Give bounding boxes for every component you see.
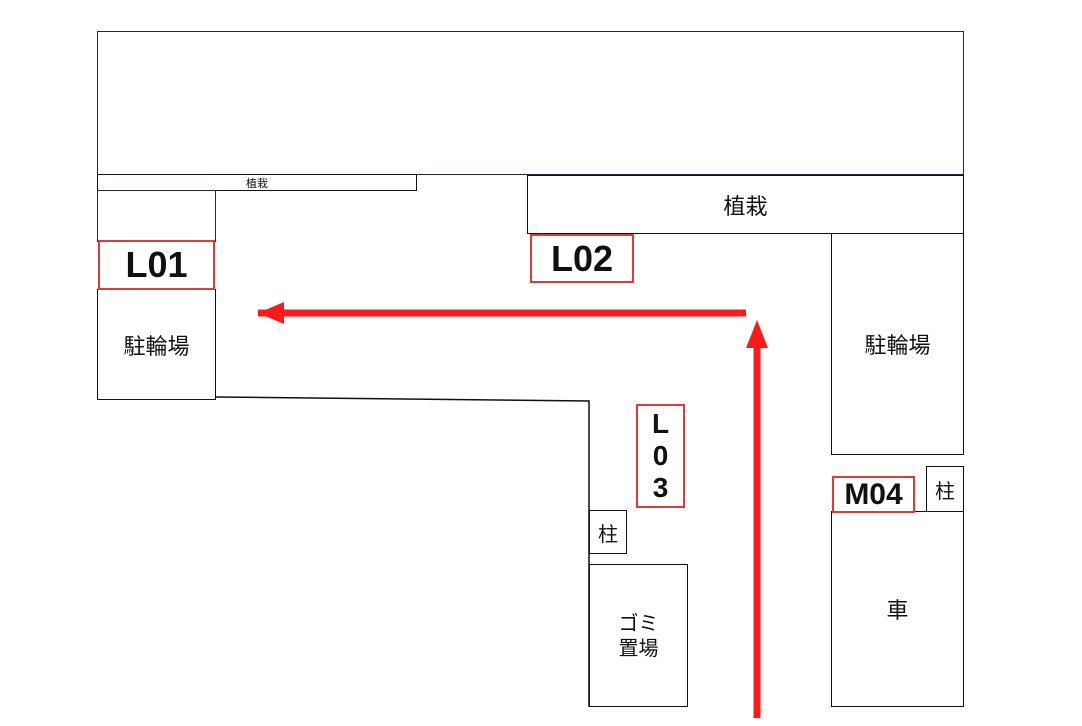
planting-strip-small <box>97 174 417 191</box>
route-arrow-vertical-head <box>746 320 768 348</box>
marker-l03-char2: 0 <box>652 439 669 471</box>
car-area <box>831 511 964 707</box>
bicycle-parking-left <box>97 289 216 400</box>
pillar-right-label: 柱 <box>935 478 955 503</box>
garbage-label-line1: ゴミ <box>618 610 659 635</box>
marker-l03-char1: L <box>651 407 670 439</box>
building-block <box>97 31 964 175</box>
marker-l03-char3: 3 <box>652 472 669 504</box>
marker-l01: L01 <box>98 240 215 290</box>
planting-strip-large-label: 植栽 <box>723 194 768 220</box>
marker-m04: M04 <box>832 476 915 513</box>
car-area-label: 車 <box>886 599 909 624</box>
bicycle-parking-left-label: 駐輪場 <box>123 334 190 360</box>
garbage-area-label: ゴミ 置場 <box>589 564 688 707</box>
bicycle-parking-right <box>831 233 964 455</box>
pillar-right <box>926 466 964 512</box>
marker-l02: L02 <box>530 234 634 283</box>
pillar-left <box>589 510 627 554</box>
garbage-label-line2: 置場 <box>618 635 659 660</box>
planting-strip-large <box>527 175 964 234</box>
marker-l03: L 0 3 <box>636 404 685 508</box>
route-arrow-horizontal-head <box>258 302 284 324</box>
bicycle-parking-right-label: 駐輪場 <box>864 334 931 359</box>
pillar-left-label: 柱 <box>598 521 618 546</box>
boundary-line <box>215 396 590 707</box>
planting-strip-small-label: 植栽 <box>246 176 268 190</box>
